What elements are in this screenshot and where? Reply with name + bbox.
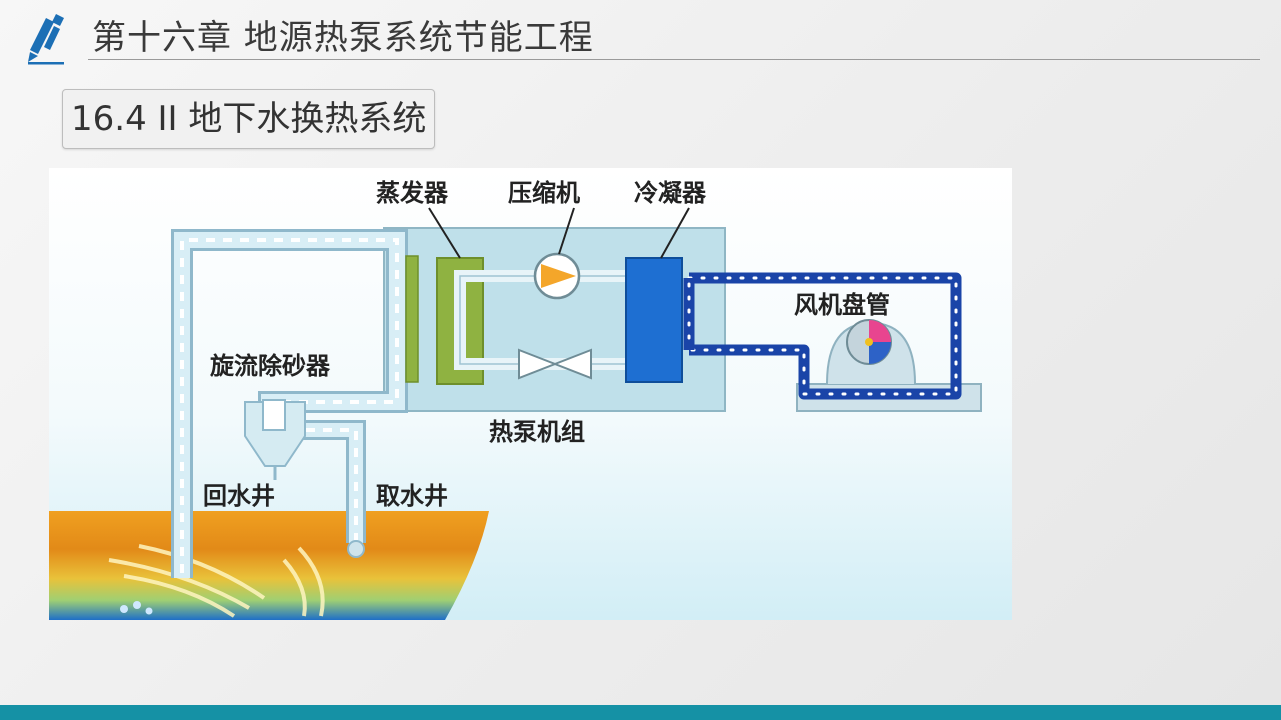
header-divider [88, 59, 1260, 60]
footer-bar [0, 705, 1281, 720]
cyclone-desander [244, 399, 306, 480]
expansion-valve [518, 348, 592, 380]
supply-well-intake [347, 540, 365, 558]
section-title: 16.4 II 地下水换热系统 [62, 89, 436, 149]
ground-layer [49, 511, 489, 620]
label-supply-well: 取水井 [376, 482, 448, 510]
label-heat-pump-unit: 热泵机组 [489, 418, 585, 446]
leader-lines [428, 207, 690, 259]
fan-wheel [846, 319, 892, 365]
water-ripples [108, 544, 325, 618]
label-return-well: 回水井 [203, 482, 275, 510]
chapter-title: 第十六章 地源热泵系统节能工程 [92, 18, 594, 58]
pencil-icon [28, 14, 64, 65]
label-evaporator: 蒸发器 [376, 179, 449, 207]
label-condenser: 冷凝器 [634, 179, 707, 207]
bubbles [120, 601, 153, 615]
condenser [625, 257, 683, 383]
ground-water-system-diagram: 蒸发器 压缩机 冷凝器 风机盘管 旋流除砂器 热泵机组 回水井 取水井 [49, 168, 1012, 620]
label-compressor: 压缩机 [508, 179, 580, 207]
label-fan-coil: 风机盘管 [794, 291, 890, 319]
label-cyclone-desander: 旋流除砂器 [209, 352, 331, 380]
fan-coil-loop [683, 272, 962, 400]
compressor [533, 252, 581, 300]
